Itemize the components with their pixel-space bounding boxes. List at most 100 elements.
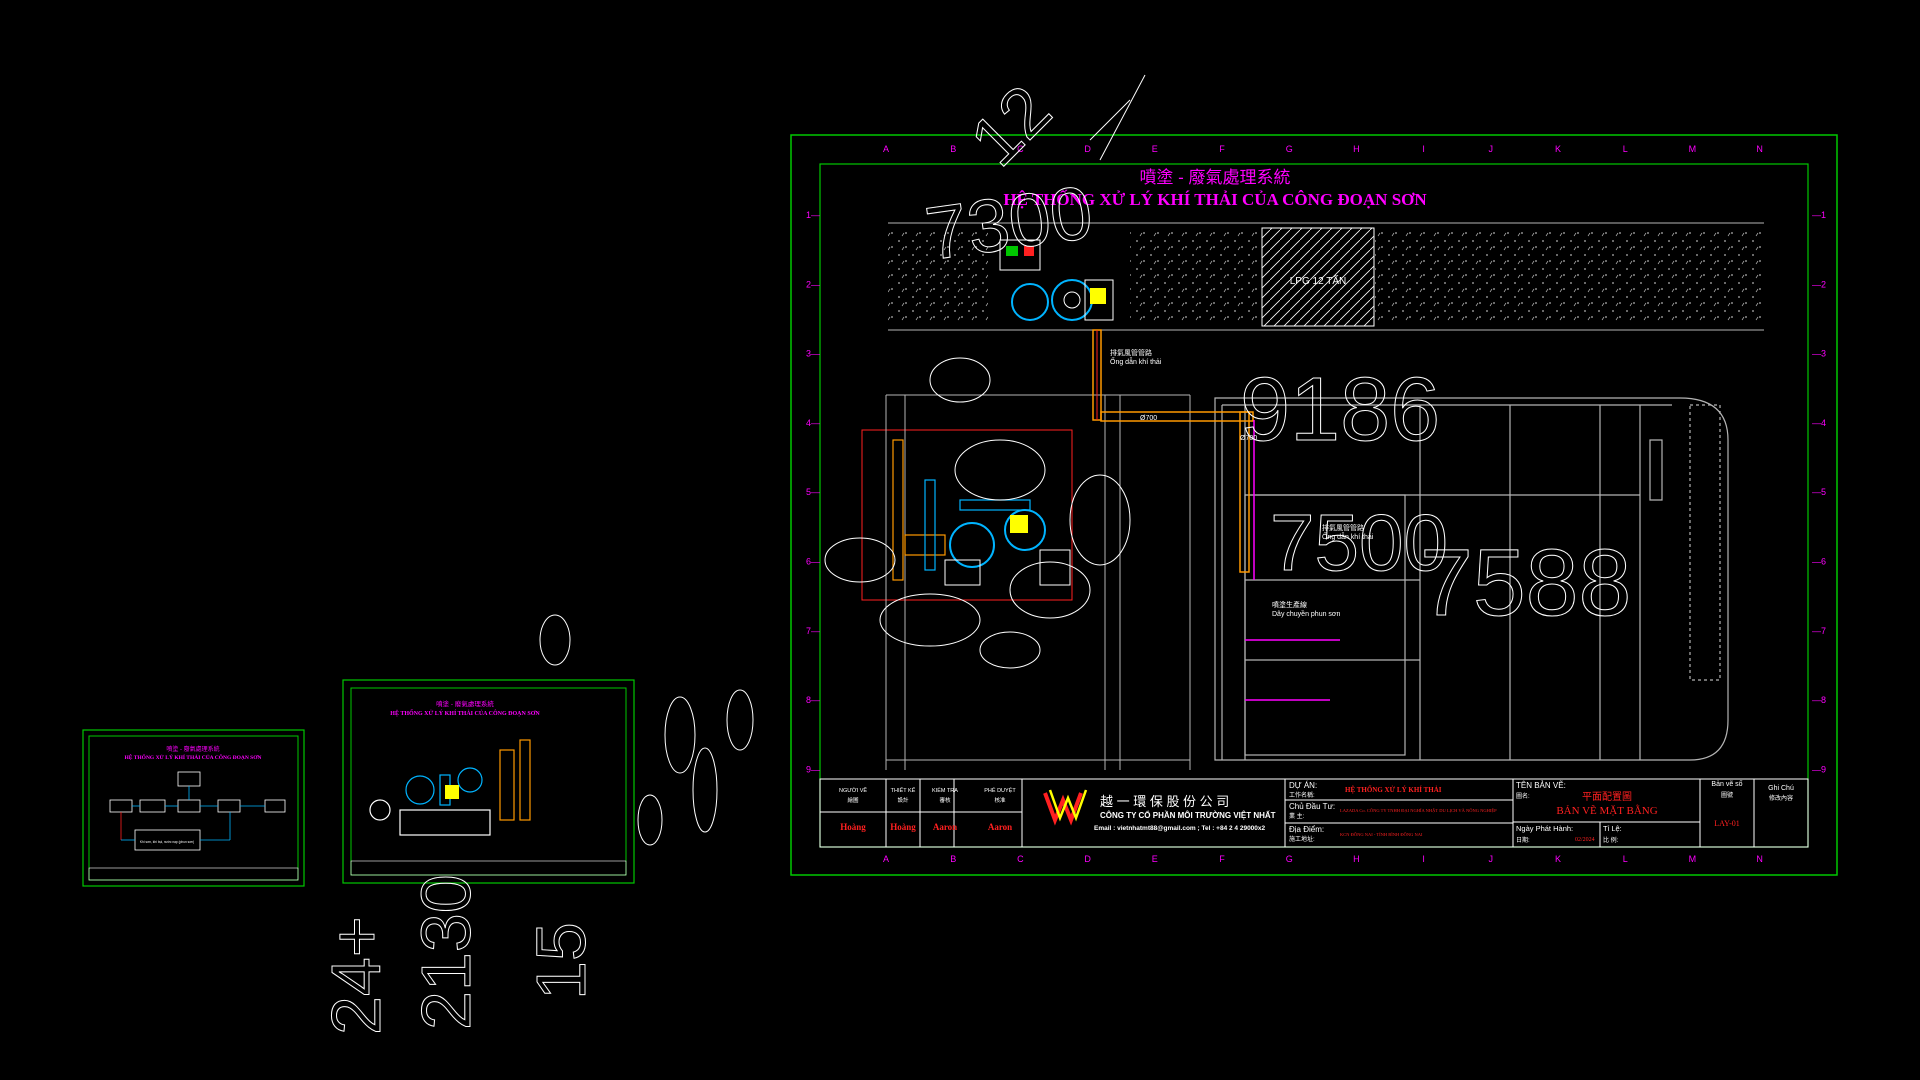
role-title: PHÊ DUYỆT	[984, 786, 1016, 794]
company-name-vn: CÔNG TY CỔ PHẦN MÔI TRƯỜNG VIỆT NHẤT	[1100, 810, 1276, 820]
overlay-number-lower-3: 15	[522, 922, 600, 1000]
project-value: HỆ THỐNG XỬ LÝ KHÍ THẢI	[1345, 786, 1442, 794]
grid-col-label: J	[1489, 144, 1494, 154]
role-title-cn: 繪圖	[847, 796, 859, 804]
role-name: Aaron	[988, 822, 1012, 832]
grid-col-label: C	[1017, 854, 1024, 864]
sheet-thumbnail-layout[interactable]: 噴塗 - 廢氣處理系統 HỆ THỐNG XỬ LÝ KHÍ THẢI CỦA …	[342, 614, 754, 884]
title-block[interactable]	[819, 778, 1809, 848]
overlay-number-7500: 7500	[1270, 498, 1448, 587]
flowchart-boxes	[109, 771, 286, 851]
grid-col-label: I	[1422, 144, 1425, 154]
scale-label-2: 比 例:	[1603, 836, 1619, 844]
note-label-cn: 修改內容	[1769, 794, 1793, 802]
role-name: Hoàng	[840, 822, 866, 832]
grid-row-label: 4—	[806, 418, 820, 428]
left-columns	[885, 394, 1191, 770]
drawing-name-label: TÊN BẢN VẼ:	[1516, 781, 1566, 790]
grid-col-label: A	[883, 854, 889, 864]
treatment-equipment-cluster[interactable]	[892, 439, 1071, 586]
drawing-name-label-cn: 圖名:	[1516, 792, 1530, 800]
grid-row-label: —7	[1812, 626, 1826, 636]
grid-col-label: H	[1353, 144, 1360, 154]
top-scrubber-equipment[interactable]	[999, 239, 1114, 321]
grid-col-label: E	[1152, 144, 1158, 154]
owner-value: LAZADA Co. CÔNG TY TNHH ĐẠI NGHĨA NHẬT D…	[1340, 808, 1497, 813]
grid-col-label: F	[1219, 854, 1225, 864]
grid-row-label: —3	[1812, 349, 1826, 359]
pipe-tag-2: Ø700	[1240, 435, 1257, 442]
grid-col-label: I	[1422, 854, 1425, 864]
duct-label-cn-1: 排氣風管管路	[1110, 348, 1152, 357]
grid-col-label: A	[883, 144, 889, 154]
grid-col-label: G	[1286, 854, 1293, 864]
exhaust-duct-vertical[interactable]	[1092, 329, 1102, 421]
grid-row-label: 3—	[806, 349, 820, 359]
grid-col-label: F	[1219, 144, 1225, 154]
location-value: KCN ĐỒNG NAI - TỈNH BÌNH ĐỒNG NAI	[1340, 832, 1423, 837]
role-title-cn: 核准	[994, 796, 1006, 804]
grid-col-label: K	[1555, 854, 1561, 864]
grid-col-label: N	[1756, 144, 1763, 154]
duct-label-cn-2: 排氣風管管路	[1322, 523, 1364, 532]
grid-col-label: M	[1689, 854, 1697, 864]
grid-col-label: H	[1353, 854, 1360, 864]
grid-col-label: E	[1152, 854, 1158, 864]
mid-sheet-title-vn: HỆ THỐNG XỬ LÝ KHÍ THẢI CỦA CÔNG ĐOẠN SƠ…	[390, 709, 540, 717]
mid-sheet-equipment	[369, 739, 531, 836]
grid-row-labels-left: 1—2—3—4—5—6—7—8—9—	[806, 210, 820, 774]
grid-col-label: B	[950, 144, 956, 154]
grid-col-label: C	[1017, 144, 1024, 154]
role-name: Aaron	[933, 822, 957, 832]
overlay-number-9186: 9186	[1240, 360, 1440, 460]
role-title-cn: 審核	[939, 796, 951, 804]
role-title-cn: 設計	[897, 796, 909, 804]
duct-label-vn-2: Ống dẫn khí thải	[1322, 531, 1374, 541]
grid-col-label: L	[1623, 854, 1628, 864]
equipment-area-frame	[861, 429, 1073, 601]
grid-row-label: —8	[1812, 695, 1826, 705]
owner-label-cn: 業 主:	[1289, 812, 1305, 820]
hatched-ground-strip	[888, 222, 1764, 331]
lpg-tank-label: LPG 12 TẤN	[1290, 274, 1347, 287]
grid-row-label: 5—	[806, 487, 820, 497]
scale-label: Tỉ Lệ:	[1603, 824, 1622, 833]
grid-col-label: J	[1489, 854, 1494, 864]
grid-row-label: 1—	[806, 210, 820, 220]
grid-row-label: 7—	[806, 626, 820, 636]
outer-border	[790, 134, 1838, 876]
overlay-dimension-clutter	[824, 74, 1146, 669]
mid-sheet-title-cn: 噴塗 - 廢氣處理系統	[436, 699, 494, 708]
issue-date-label: Ngày Phát Hành:	[1516, 824, 1573, 833]
grid-row-label: 2—	[806, 279, 820, 289]
grid-row-label: 8—	[806, 695, 820, 705]
exhaust-duct-horizontal[interactable]	[1100, 411, 1340, 701]
drawing-name-cn: 平面配置圖	[1582, 791, 1632, 803]
overlay-number-lower-1: 24+	[317, 916, 395, 1035]
grid-row-label: —1	[1812, 210, 1826, 220]
grid-row-label: —5	[1812, 487, 1826, 497]
pipe-tag-1: Ø700	[1140, 415, 1157, 422]
grid-col-label: D	[1084, 144, 1091, 154]
location-label-cn: 施工地址:	[1289, 835, 1315, 843]
company-contact: Email : vietnhatmt88@gmail.com ; Tel : +…	[1094, 825, 1266, 832]
grid-col-label: N	[1756, 854, 1763, 864]
left-sheet-box-label: Khí sơn, khí bụi, nước nạp (phun sơn)	[140, 840, 194, 844]
grid-row-label: 6—	[806, 557, 820, 567]
role-title: NGƯỜI VẼ	[839, 787, 867, 794]
lpg-tank[interactable]	[1261, 227, 1375, 327]
owner-label: Chủ Đầu Tư:	[1289, 802, 1335, 811]
role-name: Hoàng	[890, 822, 916, 832]
grid-row-label: —4	[1812, 418, 1826, 428]
issue-date-label-cn: 日期:	[1516, 836, 1530, 844]
sheet-thumbnail-flowchart[interactable]: 噴塗 - 廢氣處理系統 HỆ THỐNG XỬ LÝ KHÍ THẢI CỦA …	[82, 729, 305, 887]
location-label: Địa Điểm:	[1289, 825, 1324, 834]
overlay-number-7588: 7588	[1420, 530, 1631, 636]
main-title-cn: 噴塗 - 廢氣處理系統	[1139, 167, 1290, 187]
flowchart-arrows	[120, 786, 265, 841]
